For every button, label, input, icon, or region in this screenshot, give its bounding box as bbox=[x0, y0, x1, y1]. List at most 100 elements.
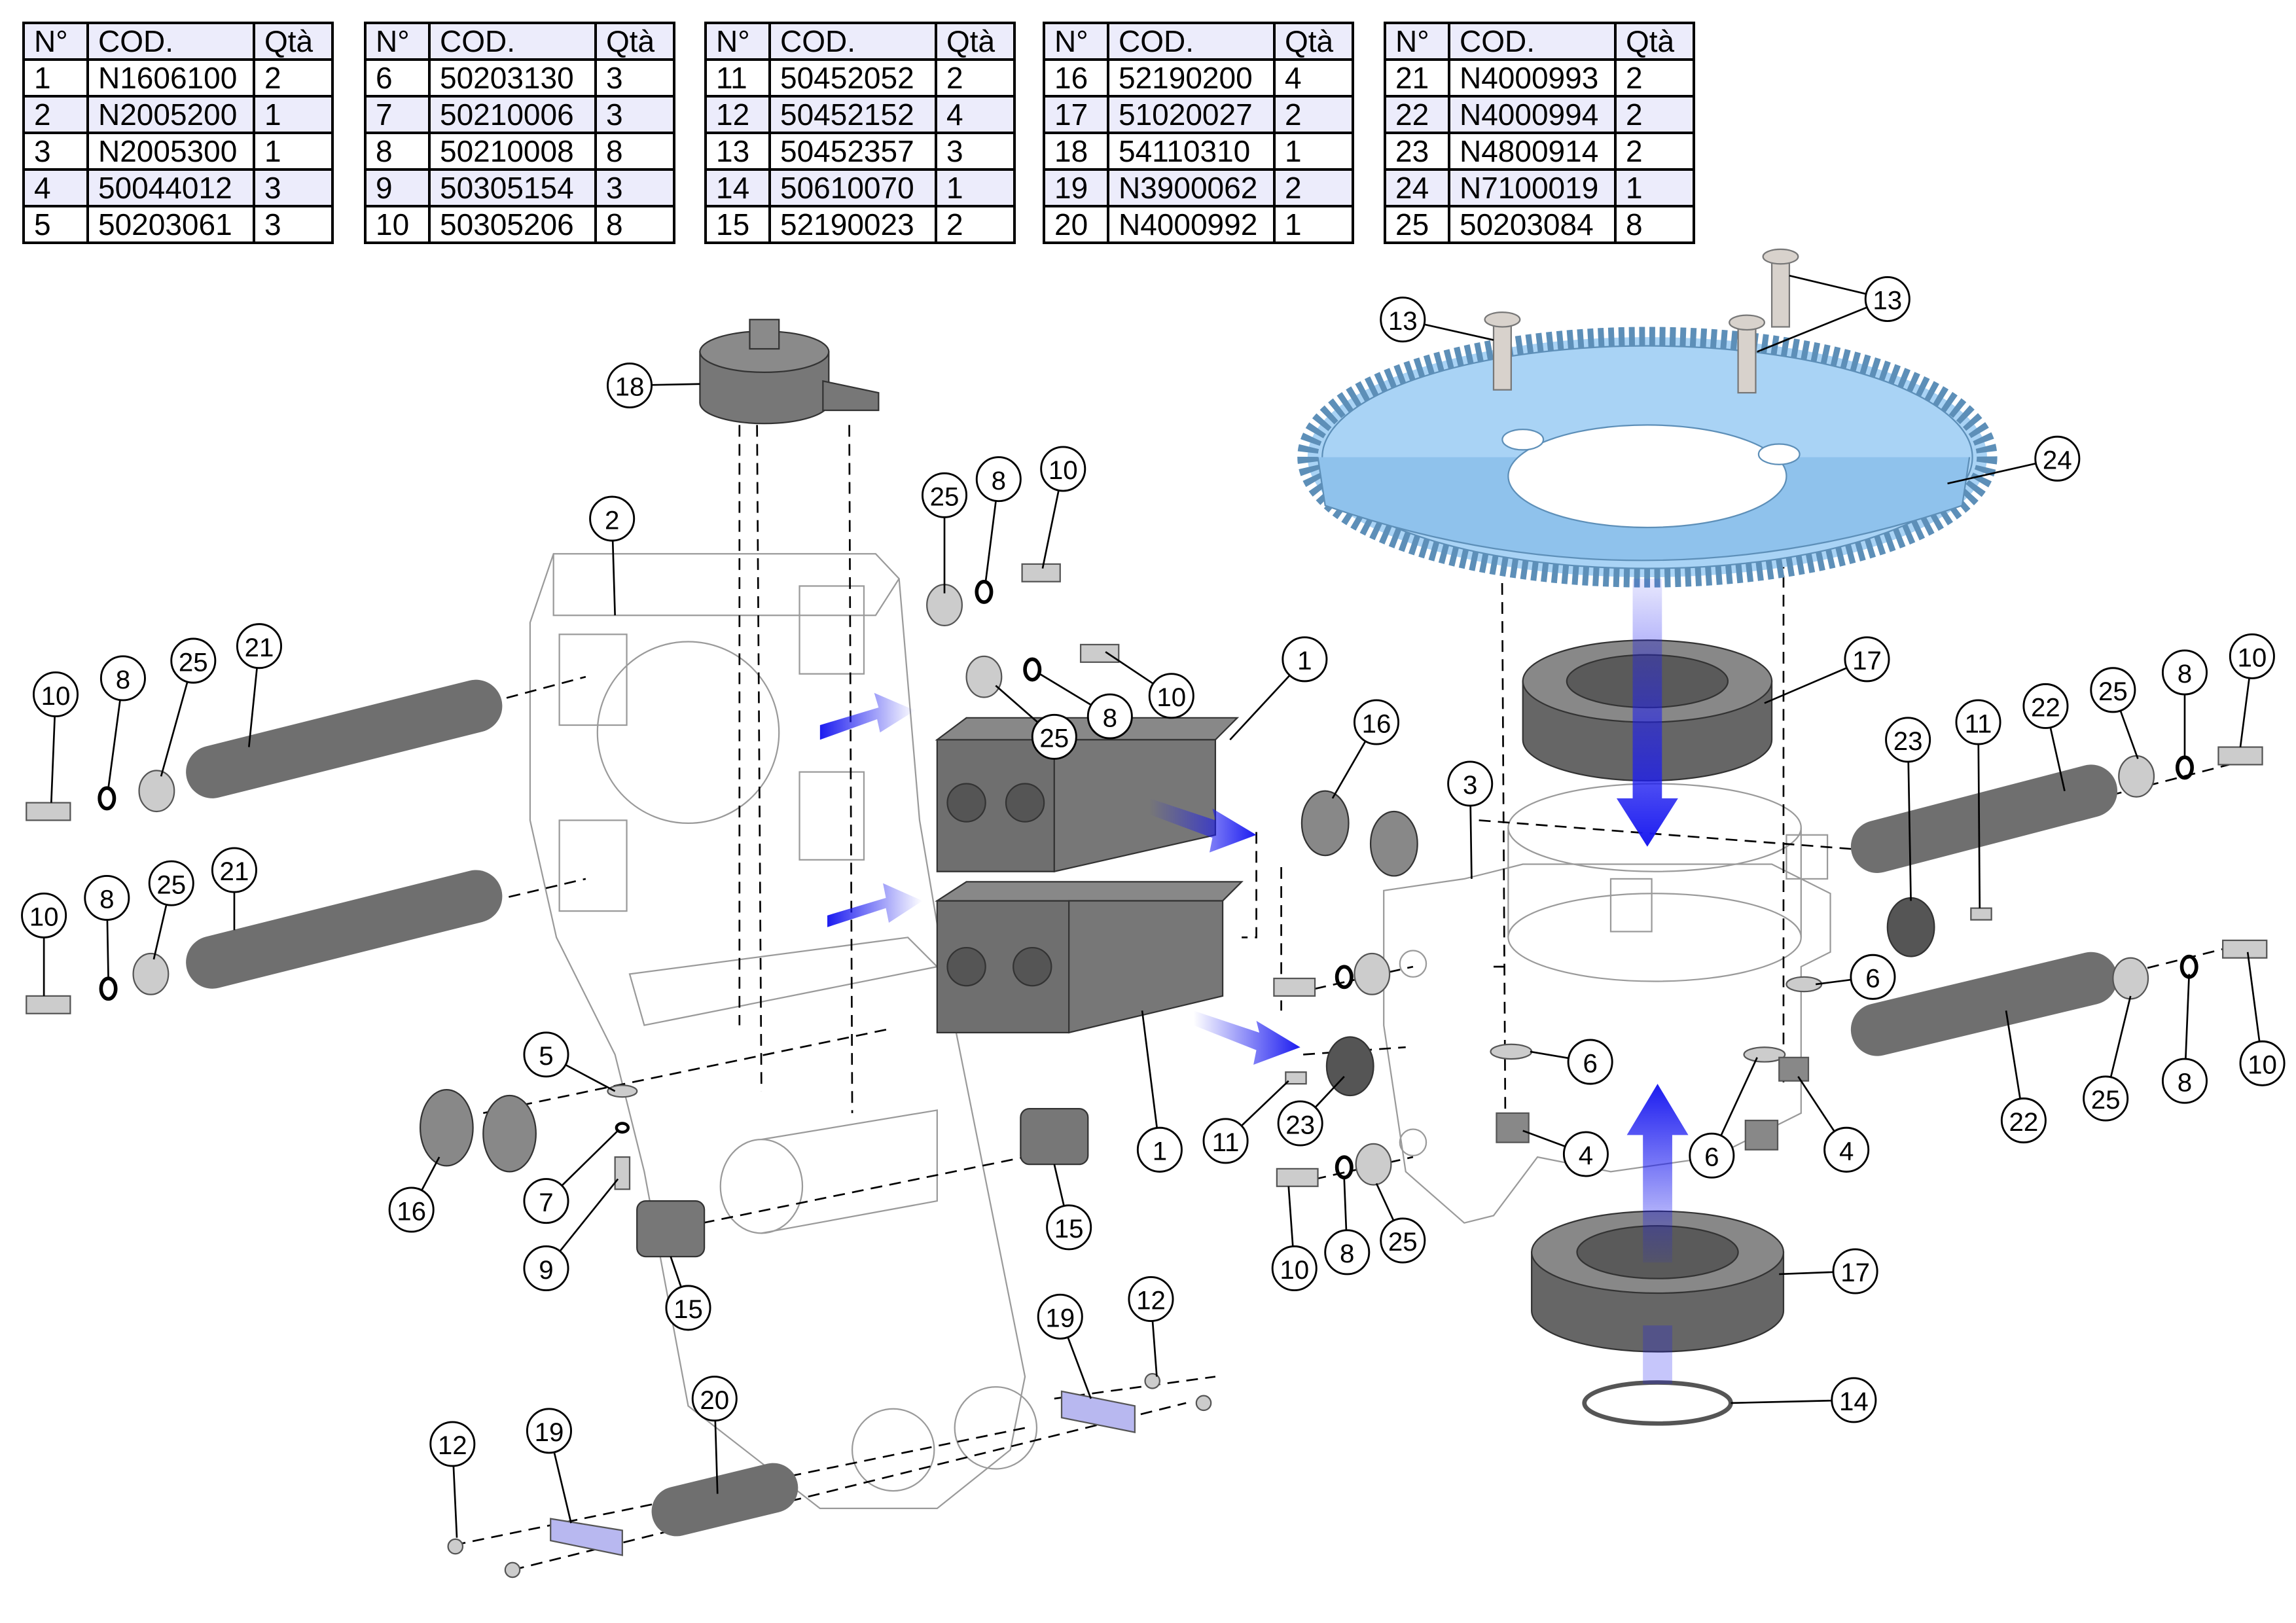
table-header-row: N°COD.Qtà bbox=[704, 22, 1016, 61]
callout-10: 10 bbox=[1040, 446, 1086, 492]
callout-number: 18 bbox=[615, 372, 645, 402]
callout-circle bbox=[2083, 1075, 2129, 1122]
part-code: N3900062 bbox=[1107, 168, 1276, 207]
callout-2: 2 bbox=[589, 495, 636, 542]
column-header-qty: Qtà bbox=[1614, 22, 1695, 61]
callout-circle bbox=[665, 1285, 711, 1331]
callout-number: 25 bbox=[156, 870, 186, 899]
callout-circle bbox=[975, 456, 1022, 503]
callout-number: 10 bbox=[29, 902, 59, 932]
part-number: 18 bbox=[1043, 132, 1109, 171]
callout-4: 4 bbox=[1562, 1131, 1609, 1177]
part-quantity: 2 bbox=[1614, 95, 1695, 134]
part-code: N4800914 bbox=[1448, 132, 1617, 171]
callout-25: 25 bbox=[170, 637, 217, 684]
callout-12: 12 bbox=[429, 1421, 476, 1467]
part-code: 50452052 bbox=[768, 58, 937, 98]
part-code: N4000994 bbox=[1448, 95, 1617, 134]
callout-number: 14 bbox=[1839, 1387, 1869, 1416]
callout-circle bbox=[1380, 296, 1426, 343]
callout-15: 15 bbox=[665, 1285, 711, 1331]
callout-11: 11 bbox=[1202, 1118, 1249, 1164]
callout-number: 9 bbox=[539, 1255, 553, 1285]
callout-number: 6 bbox=[1865, 964, 1880, 993]
part-number: 9 bbox=[364, 168, 431, 207]
callout-25: 25 bbox=[148, 860, 194, 906]
callout-25: 25 bbox=[1031, 713, 1077, 760]
screws-13 bbox=[1484, 248, 1799, 394]
callout-14: 14 bbox=[1831, 1377, 1877, 1423]
part-number: 19 bbox=[1043, 168, 1109, 207]
part-number: 8 bbox=[364, 132, 431, 171]
callout-10: 10 bbox=[1148, 673, 1194, 719]
part-code: 50305154 bbox=[428, 168, 597, 207]
table-header-row: N°COD.Qtà bbox=[364, 22, 675, 61]
bracket-frame bbox=[529, 553, 1038, 1510]
part-quantity: 1 bbox=[253, 95, 334, 134]
callout-circle bbox=[2161, 1058, 2208, 1104]
callout-3: 3 bbox=[1447, 760, 1494, 807]
callout-number: 25 bbox=[2091, 1085, 2121, 1115]
part-code: 50610070 bbox=[768, 168, 937, 207]
callout-16: 16 bbox=[1353, 699, 1400, 745]
callout-number: 6 bbox=[1583, 1048, 1597, 1078]
part-quantity: 3 bbox=[594, 95, 675, 134]
callout-circle bbox=[236, 623, 283, 669]
callout-number: 15 bbox=[1054, 1214, 1084, 1243]
callout-number: 8 bbox=[992, 466, 1006, 495]
part-number: 4 bbox=[22, 168, 89, 207]
part-code: 54110310 bbox=[1107, 132, 1276, 171]
callout-number: 22 bbox=[2009, 1107, 2038, 1137]
part-code: 52190200 bbox=[1107, 58, 1276, 98]
part-number: 24 bbox=[1384, 168, 1450, 207]
part-code: 50452357 bbox=[768, 132, 937, 171]
callout-circle bbox=[607, 362, 653, 408]
column-header-code: COD. bbox=[86, 22, 255, 61]
part-quantity: 2 bbox=[935, 205, 1016, 244]
callout-number: 25 bbox=[179, 647, 208, 677]
callout-number: 10 bbox=[1280, 1255, 1309, 1285]
callout-19: 19 bbox=[526, 1408, 572, 1454]
callout-number: 10 bbox=[2237, 643, 2267, 673]
callout-circle bbox=[1031, 713, 1077, 760]
callout-number: 8 bbox=[1340, 1239, 1354, 1268]
callout-circle bbox=[429, 1421, 476, 1467]
part-quantity: 8 bbox=[594, 205, 675, 244]
callout-number: 8 bbox=[2178, 1067, 2192, 1097]
callout-number: 17 bbox=[1852, 646, 1882, 675]
callout-number: 25 bbox=[930, 482, 960, 511]
callout-13: 13 bbox=[1380, 296, 1426, 343]
part-code: 50305206 bbox=[428, 205, 597, 244]
callout-10: 10 bbox=[33, 671, 79, 718]
callout-number: 16 bbox=[1362, 709, 1391, 738]
part-code: 50210008 bbox=[428, 132, 597, 171]
callout-circle bbox=[1086, 693, 1133, 740]
part-quantity: 2 bbox=[1614, 58, 1695, 98]
callout-circle bbox=[1823, 1126, 1870, 1173]
column-header-qty: Qtà bbox=[1273, 22, 1354, 61]
part-code: N4000993 bbox=[1448, 58, 1617, 98]
part-code: 51020027 bbox=[1107, 95, 1276, 134]
column-header-qty: Qtà bbox=[935, 22, 1016, 61]
callout-number: 7 bbox=[539, 1188, 553, 1217]
callout-24: 24 bbox=[2034, 435, 2081, 482]
callout-number: 8 bbox=[99, 885, 114, 914]
callout-circle bbox=[211, 847, 257, 893]
callout-4: 4 bbox=[1823, 1126, 1870, 1173]
part-code: 50203084 bbox=[1448, 205, 1617, 244]
callout-number: 19 bbox=[535, 1418, 564, 1447]
callout-16: 16 bbox=[388, 1186, 435, 1233]
part-number: 3 bbox=[22, 132, 89, 171]
